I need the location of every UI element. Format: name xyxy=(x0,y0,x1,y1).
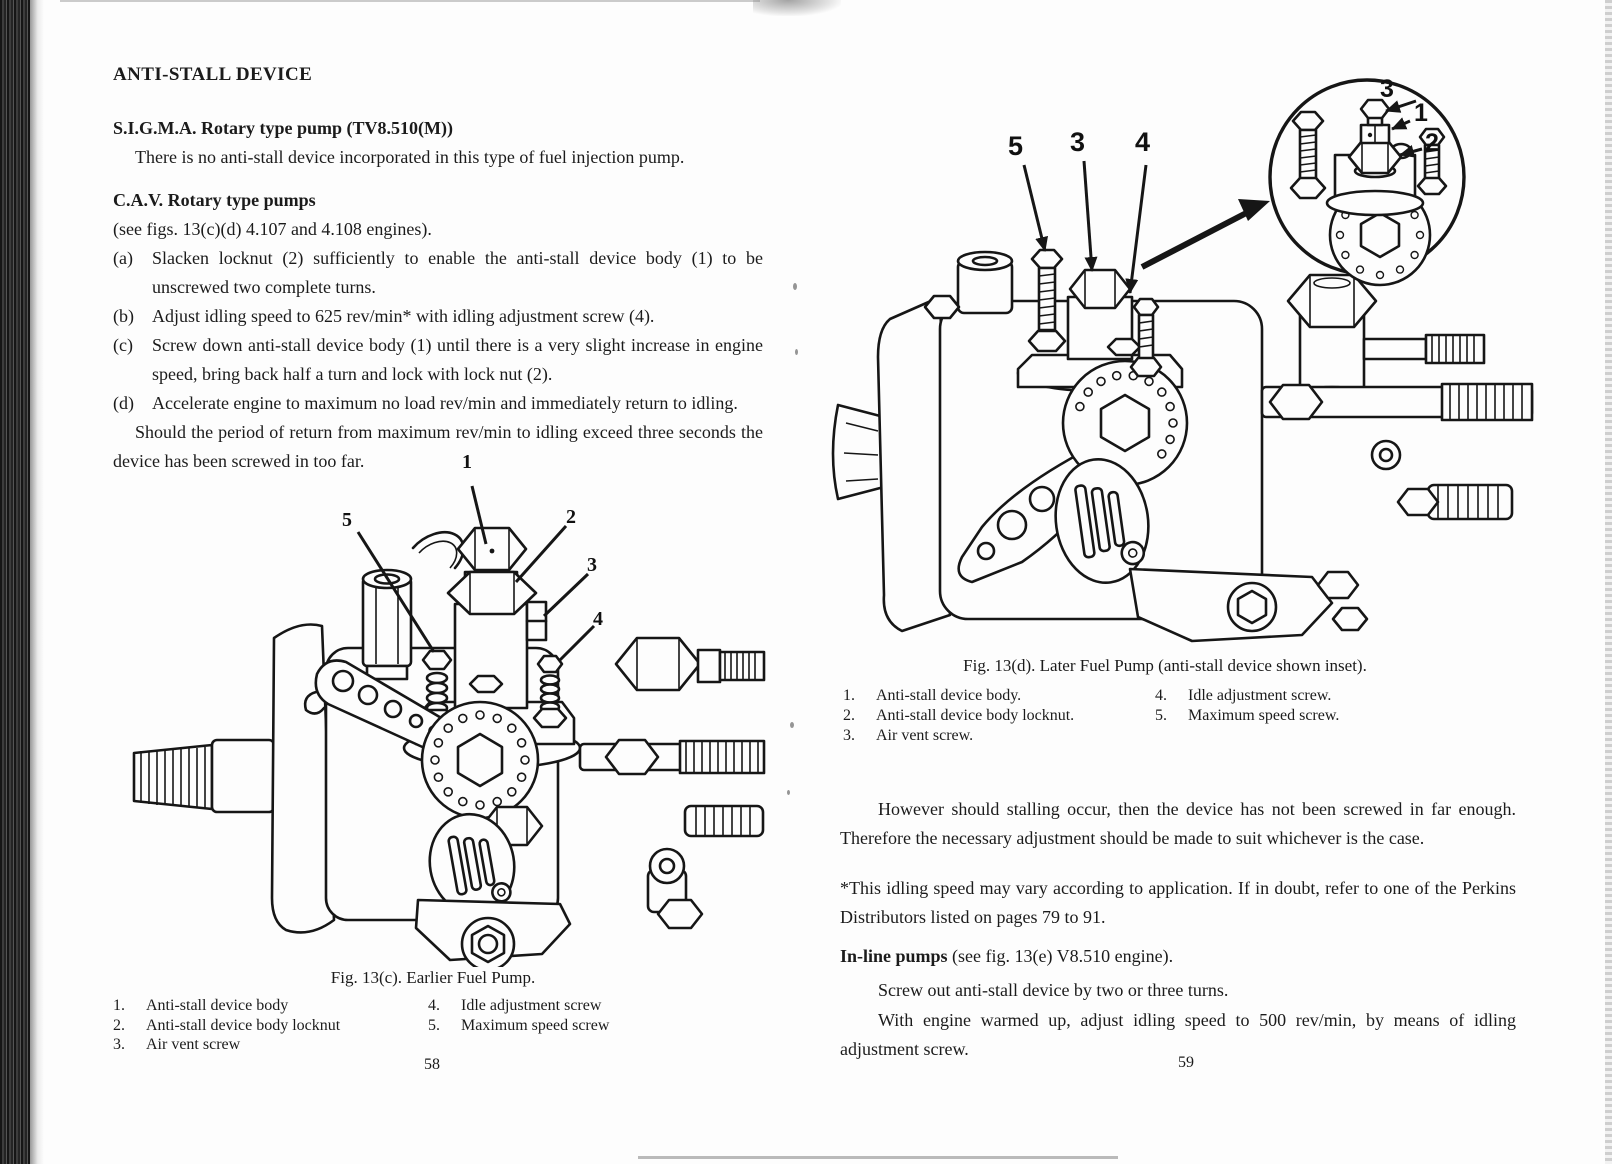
fig-13d-legend-col1: 1. Anti-stall device body. 2. Anti-stall… xyxy=(843,686,1153,746)
callout-5: 5 xyxy=(1008,131,1024,161)
fig-13c-earlier-fuel-pump-illustration: 1 5 2 3 4 xyxy=(120,452,770,967)
legend-item: 2. Anti-stall device body locknut xyxy=(113,1016,341,1034)
sigma-paragraph: There is no anti-stall device incorporat… xyxy=(135,147,685,167)
sigma-heading: S.I.G.M.A. Rotary type pump (TV8.510(M)) xyxy=(113,118,453,138)
fig-13c-caption: Fig. 13(c). Earlier Fuel Pump. xyxy=(330,968,536,987)
inset-callout-2: 2 xyxy=(1425,129,1439,157)
step-text: Slacken locknut (2) sufficiently to enab… xyxy=(152,248,763,297)
legend-item: 1. Anti-stall device body xyxy=(113,997,289,1014)
cav-heading: C.A.V. Rotary type pumps xyxy=(113,190,316,210)
callout-5: 5 xyxy=(342,509,352,531)
stalling-paragraph: However should stalling occur, then the … xyxy=(840,799,1516,848)
legend-item: 2. Anti-stall device body locknut. xyxy=(843,707,1075,724)
step-label: (d) xyxy=(113,393,134,413)
callout-1: 1 xyxy=(462,451,472,473)
step-label: (b) xyxy=(113,306,134,326)
callout-3: 3 xyxy=(1070,127,1086,157)
book-binding-edge xyxy=(0,0,30,1164)
cav-step-c: (c) Screw down anti-stall device body (1… xyxy=(113,331,763,389)
cav-section: C.A.V. Rotary type pumps (see figs. 13(c… xyxy=(113,186,763,476)
legend-item: 5. Maximum speed screw xyxy=(428,1016,610,1034)
fig-13c-legend-col1: 1. Anti-stall device body 2. Anti-stall … xyxy=(113,996,433,1055)
page-number-right: 59 xyxy=(1178,1054,1194,1071)
fuel-pump-drawing xyxy=(132,485,766,967)
fig-13d-later-fuel-pump-illustration: 5 3 4 3 1 2 xyxy=(830,55,1560,647)
step-text: Adjust idling speed to 625 rev/min* with… xyxy=(152,306,655,326)
callout-2: 2 xyxy=(566,506,576,528)
inset-callout-3: 3 xyxy=(1380,75,1394,103)
footnote-paragraph: *This idling speed may vary according to… xyxy=(840,878,1516,927)
inline-pumps-step2: With engine warmed up, adjust idling spe… xyxy=(840,1010,1516,1059)
fuel-pump-drawing xyxy=(831,78,1534,643)
inline-pumps-step1: Screw out anti-stall device by two or th… xyxy=(878,980,1229,1000)
cav-step-d: (d) Accelerate engine to maximum no load… xyxy=(113,389,763,418)
cav-intro: (see figs. 13(c)(d) 4.107 and 4.108 engi… xyxy=(113,219,432,239)
legend-item: 5. Maximum speed screw. xyxy=(1155,707,1340,724)
inset-callout-1: 1 xyxy=(1414,99,1428,127)
fig-13c-legend-col2: 4. Idle adjustment screw 5. Maximum spee… xyxy=(428,996,728,1035)
book-binding-shadow xyxy=(30,0,44,1164)
legend-item: 3. Air vent screw. xyxy=(843,727,974,744)
inline-pumps-title: In-line pumps xyxy=(840,946,948,966)
sigma-section: S.I.G.M.A. Rotary type pump (TV8.510(M))… xyxy=(113,114,763,172)
step-text: Screw down anti-stall device body (1) un… xyxy=(152,335,763,384)
step-label: (c) xyxy=(113,335,133,355)
scan-artifact xyxy=(753,0,841,16)
section-title: ANTI-STALL DEVICE xyxy=(113,64,313,85)
step-label: (a) xyxy=(113,248,133,268)
inline-pumps-title-rest: (see fig. 13(e) V8.510 engine). xyxy=(947,946,1174,966)
fig-13d-legend-col2: 4. Idle adjustment screw. 5. Maximum spe… xyxy=(1155,686,1455,726)
callout-4: 4 xyxy=(593,608,603,630)
legend-item: 4. Idle adjustment screw. xyxy=(1155,687,1332,704)
fig-13d-caption: Fig. 13(d). Later Fuel Pump (anti-stall … xyxy=(963,656,1367,675)
legend-item: 1. Anti-stall device body. xyxy=(843,687,1022,704)
cav-step-a: (a) Slacken locknut (2) sufficiently to … xyxy=(113,244,763,302)
cav-step-b: (b) Adjust idling speed to 625 rev/min* … xyxy=(113,302,763,331)
legend-item: 4. Idle adjustment screw xyxy=(428,997,602,1014)
cav-note: Should the period of return from maximum… xyxy=(113,422,763,471)
scan-artifact xyxy=(790,722,794,728)
scan-artifact xyxy=(795,349,798,355)
legend-item: 3. Air vent screw xyxy=(113,1036,241,1053)
callout-3: 3 xyxy=(587,554,597,576)
inline-pumps-heading: In-line pumps (see fig. 13(e) V8.510 eng… xyxy=(840,942,1516,971)
step-text: Accelerate engine to maximum no load rev… xyxy=(152,393,738,413)
scan-artifact xyxy=(787,790,790,795)
page-number-left: 58 xyxy=(424,1056,440,1073)
scan-artifact xyxy=(638,1156,1118,1159)
scan-artifact xyxy=(793,283,797,290)
scan-artifact xyxy=(60,0,760,2)
callout-4: 4 xyxy=(1135,127,1151,157)
page-edge-right xyxy=(1605,0,1612,1164)
